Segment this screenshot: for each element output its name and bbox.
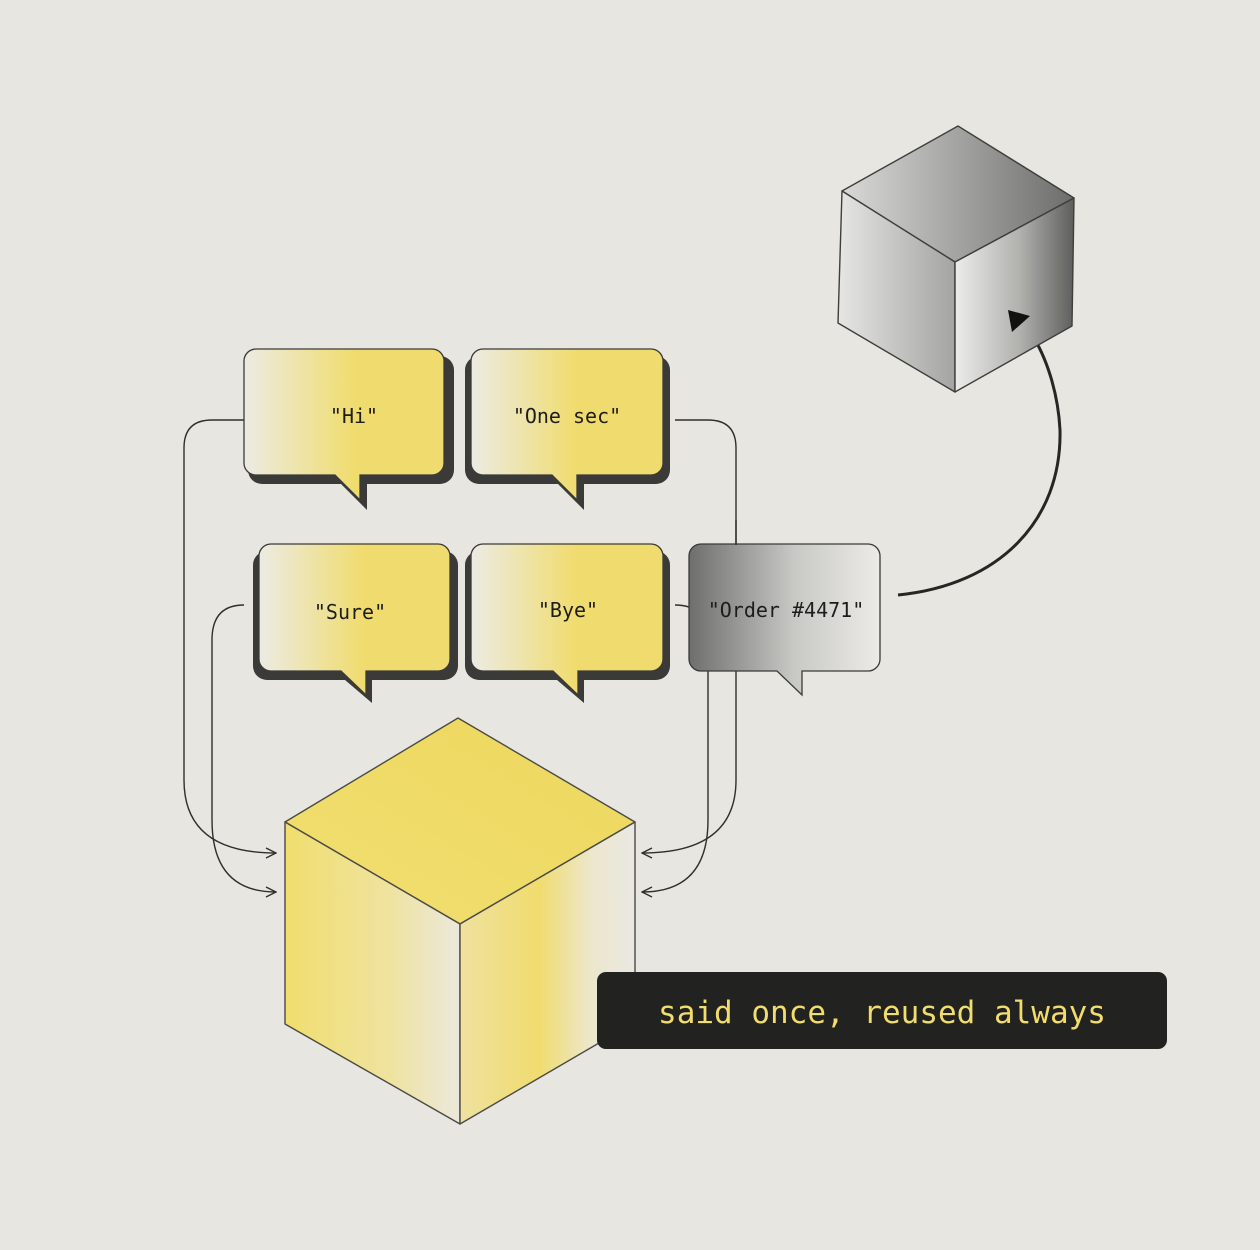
connector-one-sec [642,419,737,853]
bubble-order: "Order #4471" [688,543,881,697]
play-triangle-icon [1008,310,1030,332]
bubble-sure-label: "Sure" [314,600,386,624]
yellow-cube-icon [284,717,636,1125]
connector-sure [211,604,276,892]
gray-cube-right [954,197,1075,393]
gray-cube-icon [837,125,1075,393]
bubble-one-sec: "One sec" [465,348,670,510]
bubble-bye: "Bye" [465,543,670,703]
bubble-hi-label: "Hi" [330,404,378,428]
bubble-order-label: "Order #4471" [708,598,865,622]
caption-tag: said once, reused always [597,972,1167,1049]
connector-hi [183,419,276,853]
bubble-sure: "Sure" [253,543,458,703]
caption-text: said once, reused always [658,995,1106,1031]
bubble-hi: "Hi" [243,348,454,510]
bubble-bye-label: "Bye" [538,598,598,622]
unique-link-arc [897,334,1062,597]
bubble-one-sec-label: "One sec" [513,404,621,428]
